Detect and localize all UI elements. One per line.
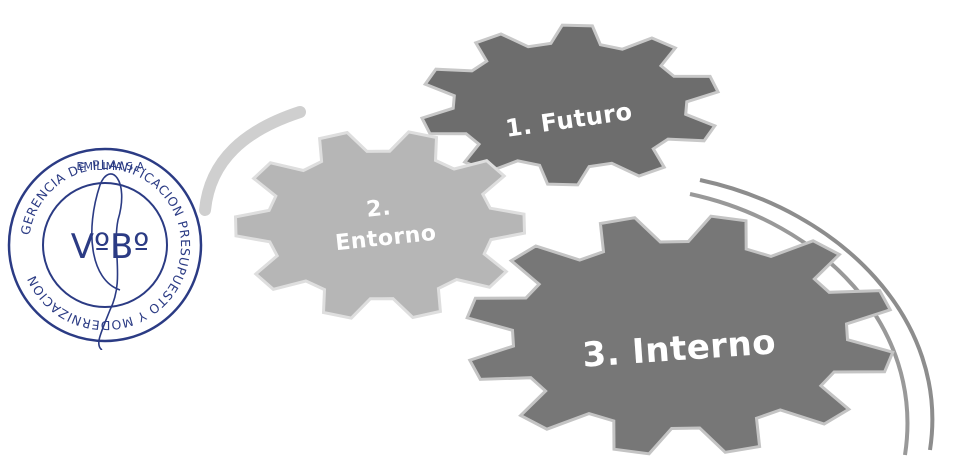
gear-interno: 3. Interno (465, 214, 895, 456)
gear-shape (465, 214, 895, 456)
gear-shape (419, 23, 721, 187)
stamp-company: EMILIMA S.A. (77, 160, 148, 173)
stamp-inner-ring (42, 182, 168, 308)
gear-label-line-1: 2. (365, 195, 392, 222)
signature-stroke (91, 173, 123, 350)
right-arc-outer (699, 178, 935, 451)
stamp-outer-ring (7, 147, 203, 343)
gear-shape (233, 130, 527, 320)
gear-entorno: 2. Entorno (233, 130, 527, 320)
left-arc (199, 106, 306, 216)
gear-futuro: 1. Futuro (419, 23, 721, 187)
right-arc-inner (689, 192, 910, 456)
approval-stamp: GERENCIA DE PLANIFICACION PRESUPUESTO Y … (7, 147, 203, 350)
stamp-center-text: VºBº (71, 227, 150, 267)
